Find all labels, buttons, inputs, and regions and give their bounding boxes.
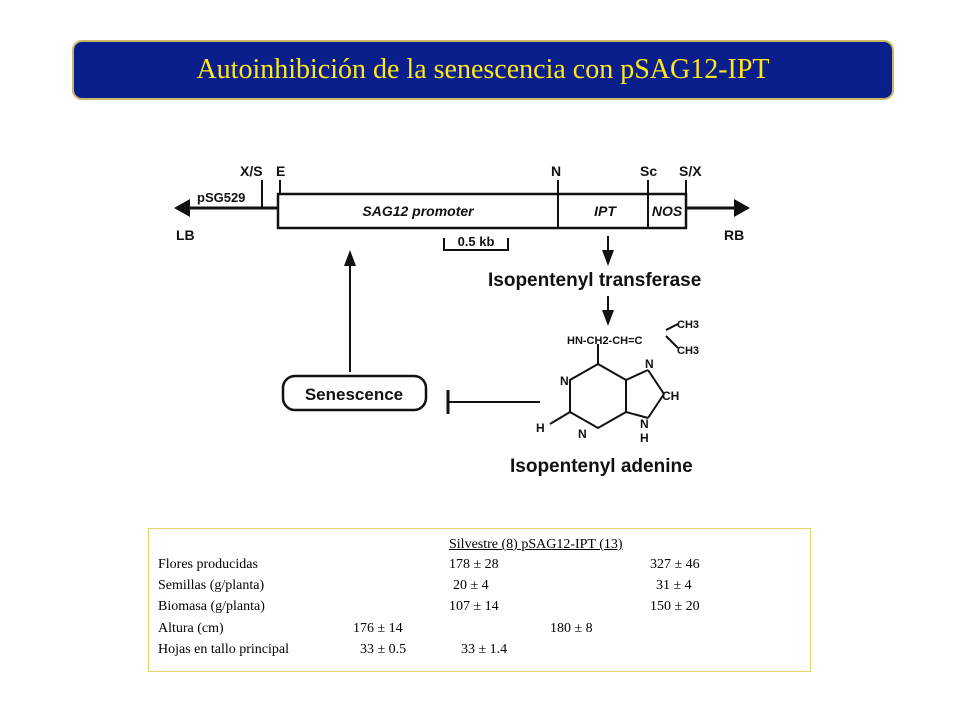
- scale-label: 0.5 kb: [458, 234, 495, 249]
- chem-n3: N: [578, 427, 587, 441]
- senescence-label: Senescence: [305, 385, 403, 404]
- row-wild-leaves: 33 ± 0.5: [360, 642, 407, 657]
- table-header: Silvestre (8) pSAG12-IPT (13): [449, 537, 623, 552]
- construct-box: [276, 192, 688, 230]
- site-label-sc: Sc: [640, 163, 657, 179]
- row-label-leaves: Hojas en tallo principal: [158, 642, 290, 657]
- row-transgenic-biomass: 150 ± 20: [650, 599, 700, 614]
- scale-bar: [443, 238, 509, 251]
- row-label-flowers: Flores producidas: [158, 557, 258, 572]
- row-transgenic-height: 180 ± 8: [550, 621, 593, 636]
- chem-ch8: CH: [662, 389, 679, 403]
- nos-label: NOS: [652, 203, 683, 219]
- lb-arrowhead: [174, 199, 190, 217]
- arrowhead: [602, 310, 614, 326]
- results-table: Silvestre (8) pSAG12-IPT (13) Flores pro…: [148, 528, 811, 672]
- row-label-height: Altura (cm): [158, 621, 224, 636]
- rb-label: RB: [724, 227, 744, 243]
- isopentenyl-adenine-structure: [549, 323, 679, 430]
- promoter-label: SAG12 promoter: [362, 203, 475, 219]
- product-label: Isopentenyl adenine: [510, 456, 693, 477]
- chem-ch3-top: CH3: [677, 319, 699, 331]
- enzyme-label: Isopentenyl transferase: [488, 270, 701, 291]
- lb-label: LB: [176, 227, 195, 243]
- row-transgenic-leaves: 33 ± 1.4: [461, 642, 508, 657]
- chem-n9: N: [640, 417, 649, 431]
- plasmid-label: pSG529: [197, 190, 245, 205]
- chem-side-chain: HN-CH2-CH=C: [567, 335, 643, 347]
- row-label-seeds: Semillas (g/planta): [158, 578, 265, 593]
- chem-ch3-bottom: CH3: [677, 345, 699, 357]
- row-transgenic-flowers: 327 ± 46: [650, 557, 700, 572]
- site-label-sx: S/X: [679, 163, 702, 179]
- site-label-e: E: [276, 163, 285, 179]
- row-transgenic-seeds: 31 ± 4: [656, 578, 692, 593]
- page-title: Autoinhibición de la senescencia con pSA…: [196, 54, 770, 85]
- arrowhead: [344, 250, 356, 266]
- chem-n7: N: [645, 357, 654, 371]
- row-wild-seeds: 20 ± 4: [453, 578, 489, 593]
- ipt-label: IPT: [594, 203, 617, 219]
- chem-n1: N: [560, 374, 569, 388]
- site-label-xs: X/S: [240, 163, 263, 179]
- rb-arrowhead: [734, 199, 750, 217]
- row-wild-height: 176 ± 14: [353, 621, 403, 636]
- row-wild-flowers: 178 ± 28: [449, 557, 499, 572]
- title-banner: Autoinhibición de la senescencia con pSA…: [72, 40, 894, 100]
- senescence-box: [281, 374, 428, 412]
- arrowhead: [602, 250, 614, 266]
- chem-h9: H: [640, 431, 649, 445]
- chem-h2: H: [536, 421, 545, 435]
- row-label-biomass: Biomasa (g/planta): [158, 599, 265, 614]
- site-label-n: N: [551, 163, 561, 179]
- row-wild-biomass: 107 ± 14: [449, 599, 499, 614]
